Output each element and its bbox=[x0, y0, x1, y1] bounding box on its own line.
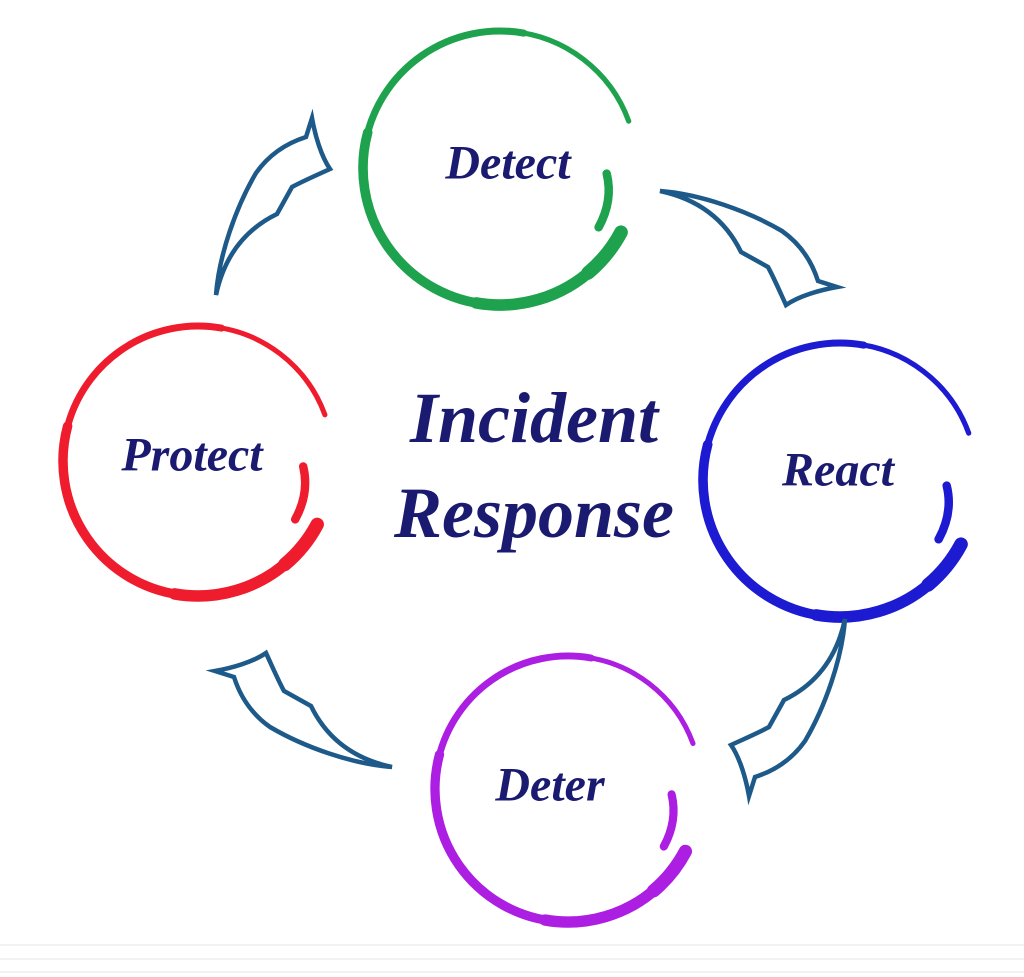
arrows-layer bbox=[205, 108, 848, 806]
arrow-deter-to-protect bbox=[205, 649, 393, 770]
arrow-protect-to-detect bbox=[213, 108, 334, 296]
node-ring-protect bbox=[58, 322, 328, 602]
brush-tail-react bbox=[934, 481, 953, 544]
node-label-detect: Detect bbox=[445, 136, 571, 190]
scan-artifact-line bbox=[0, 971, 1024, 973]
node-label-react: React bbox=[782, 443, 894, 497]
brush-tail-deter bbox=[659, 790, 678, 851]
diagram-title: Incident Response bbox=[394, 371, 674, 561]
brush-tail-detect bbox=[594, 169, 613, 232]
node-ring-detect bbox=[358, 27, 632, 311]
node-ring-deter bbox=[430, 652, 696, 928]
rings-layer bbox=[58, 27, 972, 928]
scan-artifact-line bbox=[0, 958, 1024, 960]
scan-artifact-line bbox=[0, 944, 1024, 946]
title-line-1: Incident bbox=[409, 378, 659, 458]
title-line-2: Response bbox=[393, 473, 675, 553]
arrow-react-to-deter bbox=[727, 618, 848, 806]
brush-tail-protect bbox=[291, 462, 310, 524]
node-label-protect: Protect bbox=[121, 428, 263, 482]
arrow-detect-to-react bbox=[659, 188, 847, 309]
node-ring-react bbox=[698, 339, 972, 623]
node-label-deter: Deter bbox=[495, 758, 605, 812]
